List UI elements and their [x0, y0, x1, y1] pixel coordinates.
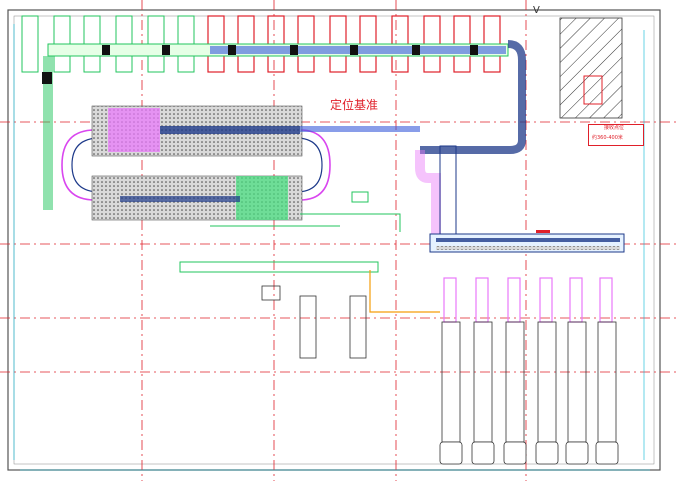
lower-stations	[439, 277, 619, 465]
orange-path	[369, 270, 440, 313]
lower-bay	[91, 175, 303, 221]
grid-letter: V	[533, 5, 540, 16]
annotation-line-2: 约360-400米	[592, 135, 623, 141]
hatched-area	[559, 17, 623, 119]
annotation-line-1: 接收点位	[604, 125, 625, 131]
dimension-lines	[13, 24, 650, 471]
positioning-reference-label: 定位基准	[330, 98, 379, 112]
red-marker-box	[583, 75, 603, 105]
top-conveyor-blocks	[42, 45, 478, 84]
center-equipment	[261, 285, 367, 359]
lower-right-conveyor	[429, 230, 625, 253]
upper-bay	[91, 105, 420, 157]
green-branches	[179, 191, 401, 273]
annotation-box	[588, 124, 644, 146]
